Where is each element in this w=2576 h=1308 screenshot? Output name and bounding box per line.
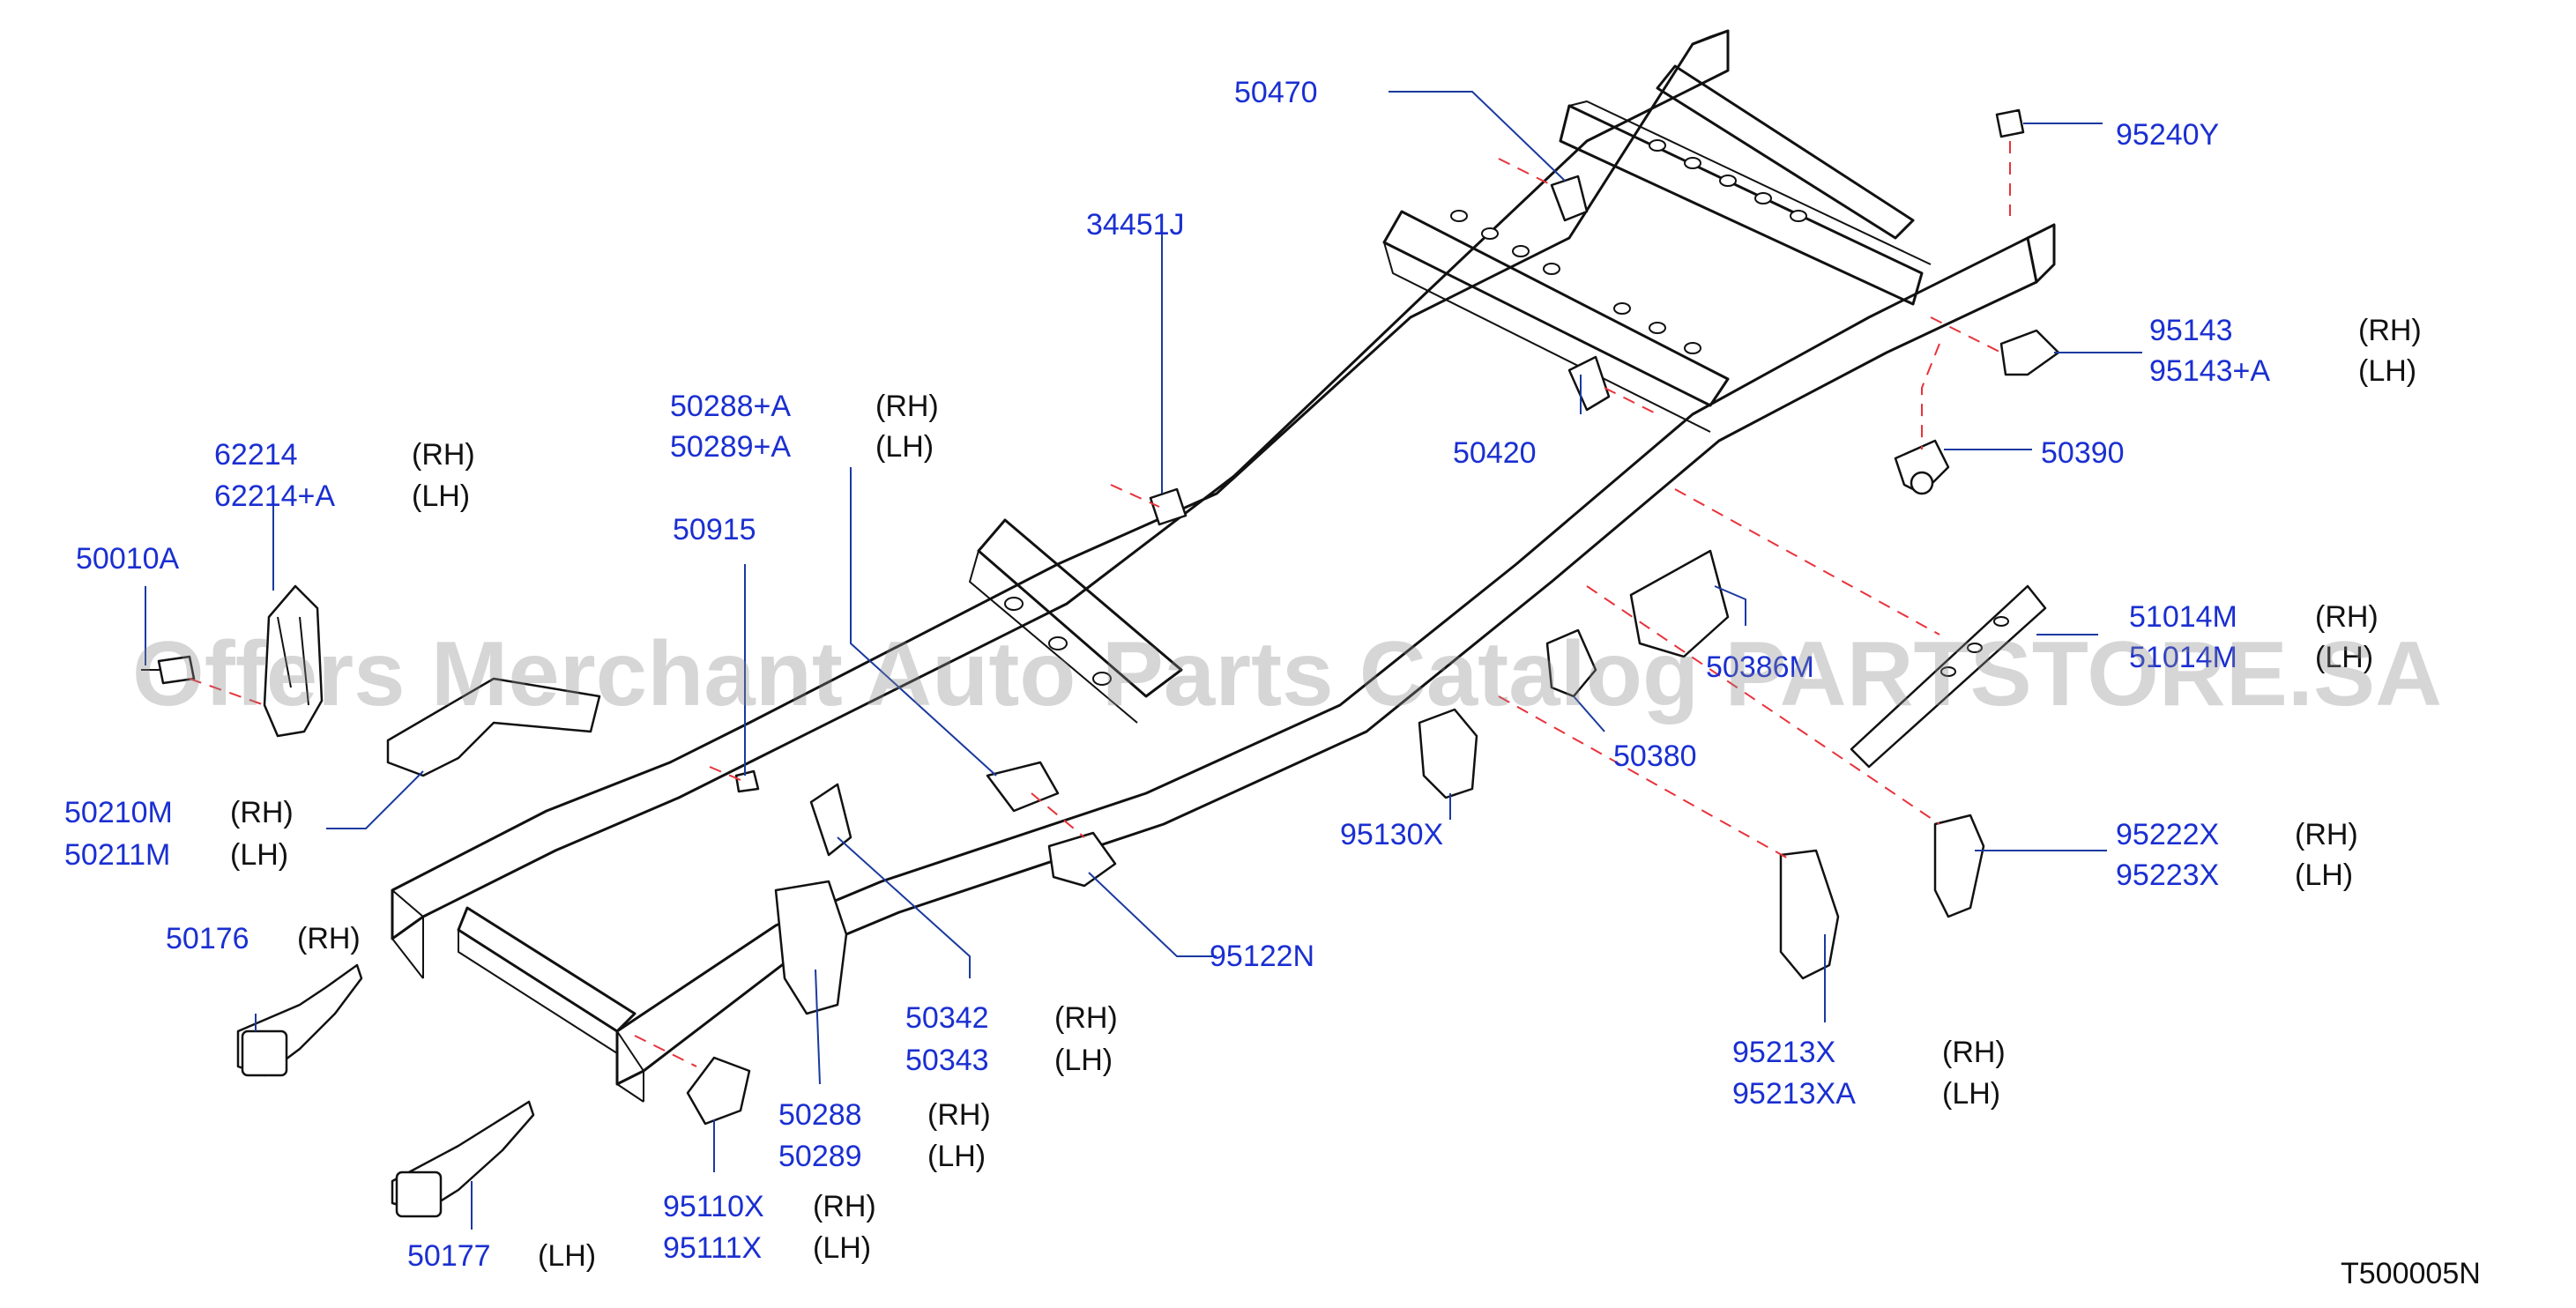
callout-50289a-side: (LH) [875, 430, 934, 464]
callout-50211m[interactable]: 50211M [64, 838, 170, 872]
alignment-lines [189, 141, 2011, 1067]
callout-50289-side: (LH) [927, 1140, 986, 1173]
callout-95240y[interactable]: 95240Y [2116, 118, 2219, 152]
callout-95223x[interactable]: 95223X [2116, 858, 2219, 892]
callout-95222x[interactable]: 95222X [2116, 818, 2219, 851]
callout-50176[interactable]: 50176 [166, 922, 249, 955]
part-95130x [1418, 708, 1478, 799]
callout-34451j[interactable]: 34451J [1086, 208, 1185, 242]
rear-crossmember [1559, 104, 1924, 306]
callout-95143a-side: (LH) [2358, 354, 2416, 388]
callout-62214a-side: (LH) [412, 479, 470, 513]
callout-50915[interactable]: 50915 [673, 513, 756, 546]
callout-50010a[interactable]: 50010A [76, 542, 180, 576]
callout-95213xa[interactable]: 95213XA [1732, 1077, 1856, 1111]
cross-members [457, 64, 1932, 1054]
callout-62214-side: (RH) [412, 438, 475, 472]
callout-50470[interactable]: 50470 [1234, 76, 1318, 109]
callout-50342-side: (RH) [1054, 1001, 1118, 1035]
callout-95130x[interactable]: 95130X [1340, 818, 1443, 851]
callout-50177-side: (LH) [538, 1239, 596, 1273]
callout-62214[interactable]: 62214 [214, 438, 298, 472]
callout-95213x[interactable]: 95213X [1732, 1036, 1835, 1069]
callout-50289[interactable]: 50289 [778, 1140, 862, 1173]
part-34451j [1149, 487, 1187, 526]
callout-95110x-side: (RH) [813, 1190, 876, 1223]
part-95122n [1047, 831, 1117, 888]
rear-end-cap [2026, 223, 2056, 284]
callout-50288-side: (RH) [927, 1098, 991, 1132]
callout-51015m-side: (LH) [2315, 641, 2373, 674]
callout-95111x-side: (LH) [813, 1231, 871, 1265]
front-crossmember [457, 906, 637, 1033]
part-50288 [774, 880, 848, 1015]
callout-95222x-side: (RH) [2295, 818, 2358, 851]
drawing-code: T500005N [2341, 1257, 2481, 1290]
part-50386m [1629, 549, 1730, 658]
callout-95111x[interactable]: 95111X [663, 1231, 762, 1265]
rear-end-crossmember [1656, 64, 1915, 240]
callout-50288[interactable]: 50288 [778, 1098, 862, 1132]
callout-labels: 50470 95240Y 34451J 95143 (RH) 95143+A (… [64, 76, 2422, 1273]
callout-50210m-side: (RH) [230, 796, 294, 829]
callout-50177[interactable]: 50177 [407, 1239, 491, 1273]
callout-95213xa-side: (LH) [1942, 1077, 2000, 1111]
callout-50289a[interactable]: 50289+A [670, 430, 791, 464]
callout-95110x[interactable]: 95110X [663, 1190, 764, 1223]
callout-51014m-side: (RH) [2315, 600, 2379, 634]
part-95213x [1779, 849, 1840, 980]
callout-50210m[interactable]: 50210M [64, 796, 173, 829]
part-50342 [809, 783, 852, 857]
callout-50343[interactable]: 50343 [905, 1044, 989, 1077]
callout-50288a[interactable]: 50288+A [670, 390, 791, 423]
callout-50288a-side: (RH) [875, 390, 939, 423]
callout-51015m[interactable]: 51014M [2129, 641, 2237, 674]
callout-50343-side: (LH) [1054, 1044, 1113, 1077]
callout-95223x-side: (LH) [2295, 858, 2353, 892]
callout-50176-side: (RH) [297, 922, 361, 955]
callout-95122n[interactable]: 95122N [1210, 940, 1314, 973]
leader-lines [145, 91, 2142, 1230]
right-frame-rail [615, 236, 2038, 1086]
left-frame-rail [391, 29, 1730, 940]
callout-95143[interactable]: 95143 [2149, 314, 2233, 347]
part-50010a [157, 655, 196, 685]
callout-95143a[interactable]: 95143+A [2149, 354, 2270, 388]
part-95222x [1933, 814, 1985, 918]
callout-62214a[interactable]: 62214+A [214, 479, 335, 513]
part-50288a [986, 761, 1060, 813]
callout-50342[interactable]: 50342 [905, 1001, 989, 1035]
parts [141, 108, 2060, 1218]
callout-50211m-side: (LH) [230, 838, 288, 872]
frame-rails [391, 29, 2056, 1103]
part-50915 [734, 769, 760, 793]
part-50210m [386, 677, 601, 777]
crossmember-2 [1382, 210, 1730, 407]
part-50470 [1550, 175, 1589, 222]
callout-51014m[interactable]: 51014M [2129, 600, 2237, 634]
crossmember-holes [1004, 139, 1807, 686]
callout-95213x-side: (RH) [1942, 1036, 2006, 1069]
callout-50420[interactable]: 50420 [1453, 436, 1537, 470]
callout-50380[interactable]: 50380 [1613, 739, 1697, 773]
part-50380 [1545, 628, 1597, 698]
part-95240y [1995, 108, 2025, 138]
callout-50390[interactable]: 50390 [2041, 436, 2125, 470]
watermark: Offers Merchant Auto Parts Catalog PARTS… [132, 623, 2442, 725]
crossmember-1 [977, 518, 1183, 698]
callout-95143-side: (RH) [2358, 314, 2422, 347]
callout-50386m[interactable]: 50386M [1706, 650, 1814, 684]
part-95143 [1999, 329, 2060, 376]
part-50390 [1894, 439, 1950, 495]
part-95110x [686, 1056, 751, 1126]
